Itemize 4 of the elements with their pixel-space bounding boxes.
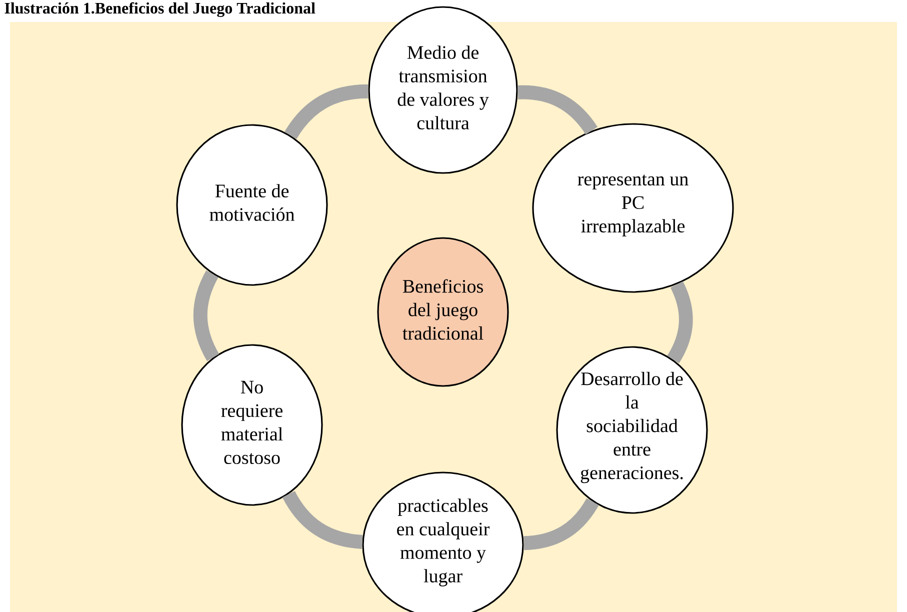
ring-arc [282,490,363,549]
ring-arc [284,84,368,140]
title: Ilustración 1.Beneficios del Juego Tradicional [4,2,316,17]
ring-arc [193,270,220,361]
